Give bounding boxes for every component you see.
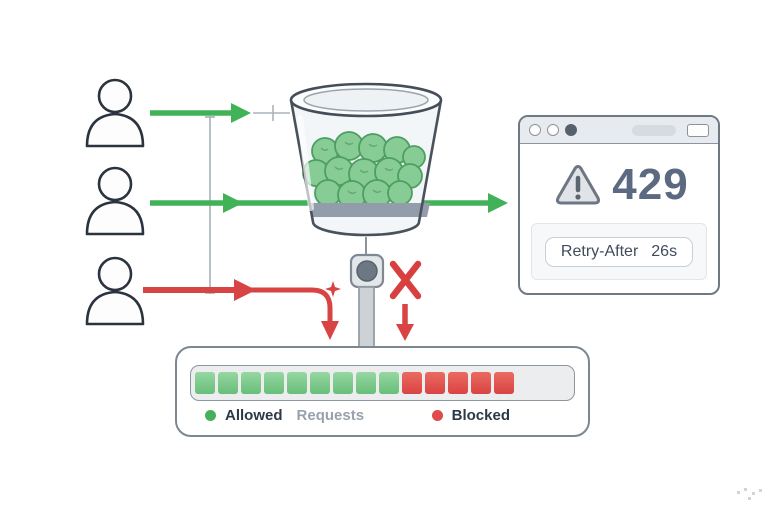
blocked-slot: [494, 372, 514, 394]
sparkle-icon: [325, 281, 341, 297]
drain-pipe: [358, 286, 375, 349]
blocked-dot-icon: [431, 410, 443, 421]
blocked-slot: [471, 372, 491, 394]
legend: Allowed Requests Blocked: [205, 407, 568, 424]
blocked-slot: [402, 372, 422, 394]
retry-after-value: 26s: [651, 242, 678, 260]
blocked-slot: [425, 372, 445, 394]
allowed-slot: [333, 372, 353, 394]
blocked-drop-arrow: [396, 304, 414, 341]
allowed-slot: [287, 372, 307, 394]
status-code: 429: [612, 160, 689, 209]
retry-after-pill: Retry-After 26s: [544, 236, 694, 267]
retry-panel: Retry-After 26s: [531, 223, 707, 280]
token-bucket: [289, 82, 443, 237]
allowed-slot: [218, 372, 238, 394]
browser-window: 429 Retry-After 26s: [518, 115, 720, 295]
status-row: 429: [526, 163, 718, 207]
allowed-slot: [356, 372, 376, 394]
request-arrow-blocked: [143, 279, 341, 340]
request-arrow-allowed-1: [150, 103, 290, 123]
window-dot-1: [529, 124, 541, 136]
warning-triangle-icon: [556, 165, 601, 205]
allowed-slot: [264, 372, 284, 394]
allowed-dot-icon: [205, 410, 216, 421]
bucket-base-band: [310, 203, 430, 217]
valve-icon: [349, 253, 385, 289]
allowed-label: Allowed: [225, 407, 283, 424]
allowed-slot: [310, 372, 330, 394]
allowed-suffix: Requests: [296, 407, 365, 424]
user-icon-3: [85, 256, 145, 326]
allowed-slot: [195, 372, 215, 394]
blocked-slot: [448, 372, 468, 394]
retry-after-label: Retry-After: [560, 242, 639, 260]
window-dot-3: [565, 124, 577, 136]
token-coins: [302, 131, 426, 210]
x-icon: [389, 260, 422, 300]
browser-titlebar: [520, 117, 718, 144]
token-markings: [320, 141, 394, 194]
usage-bar-card: Allowed Requests Blocked: [175, 346, 590, 437]
legend-allowed: Allowed Requests: [205, 407, 364, 424]
user-icon-2: [85, 166, 145, 236]
usage-track: [190, 365, 575, 401]
allowed-slot: [241, 372, 261, 394]
user-icon-1: [85, 78, 145, 148]
legend-blocked: Blocked: [431, 407, 510, 424]
window-dot-2: [547, 124, 559, 136]
address-bar: [632, 124, 676, 136]
blocked-label: Blocked: [451, 407, 510, 424]
allowed-slot: [379, 372, 399, 394]
window-button: [687, 123, 709, 137]
